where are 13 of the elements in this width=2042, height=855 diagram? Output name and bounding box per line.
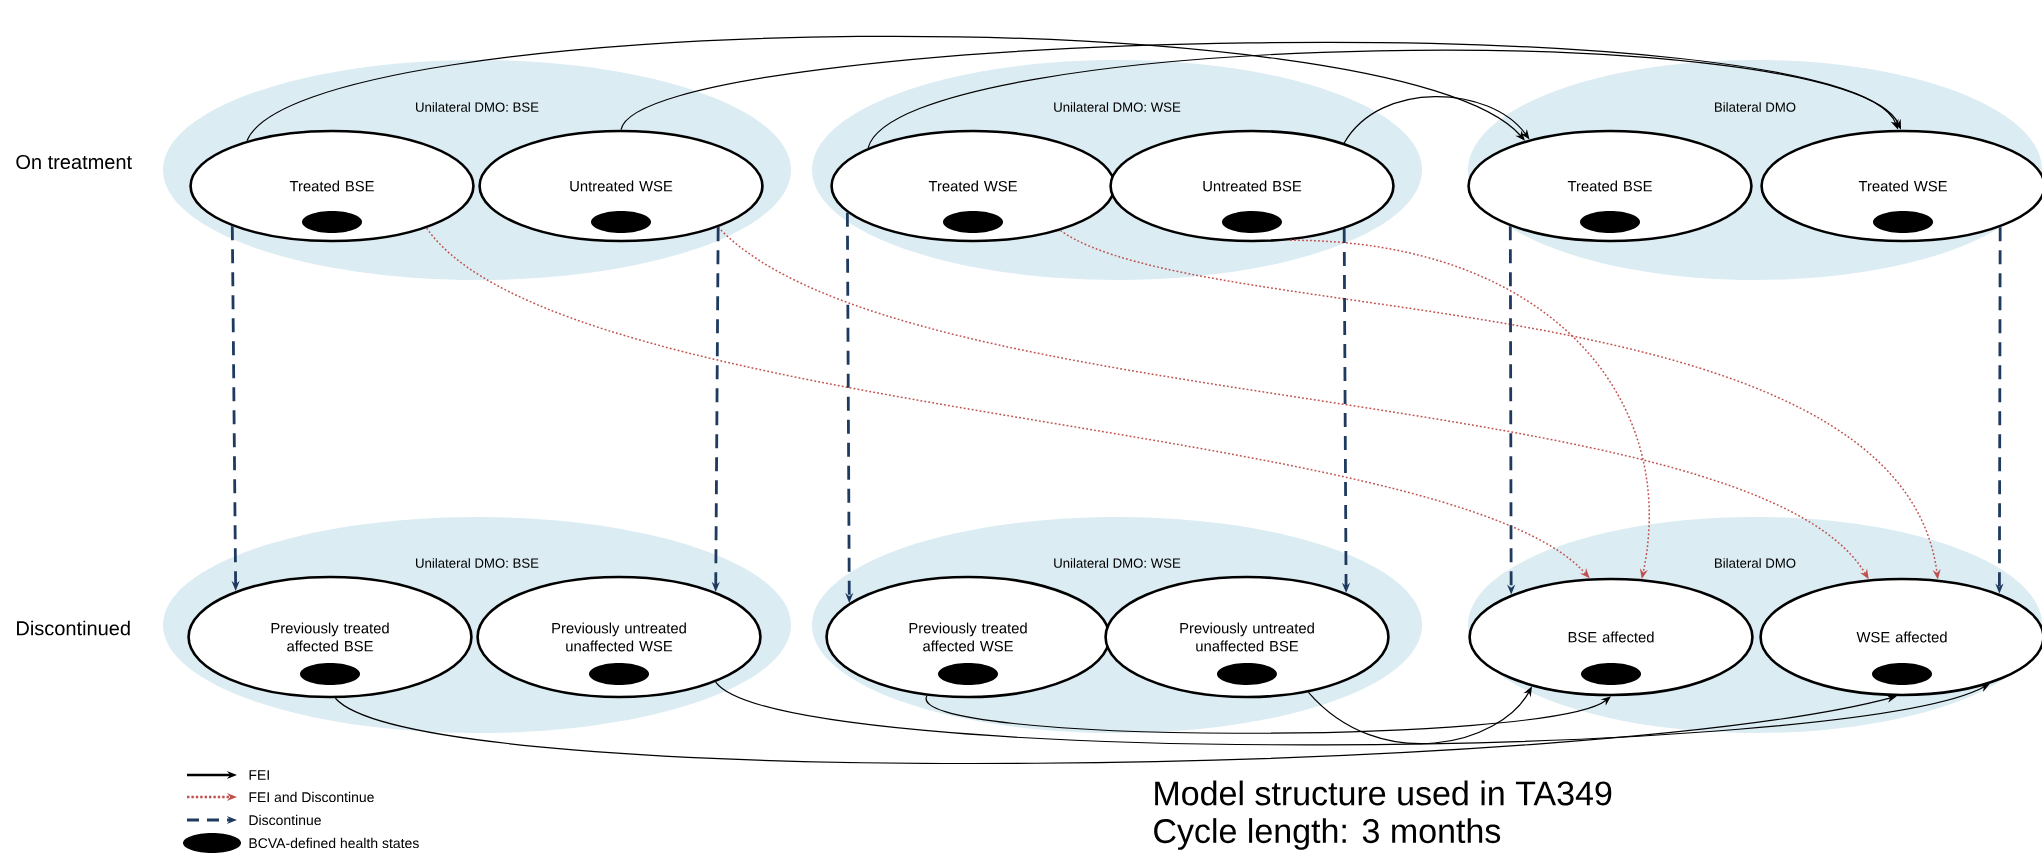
legend-label: BCVA-defined health states xyxy=(249,837,419,849)
row-label: Discontinued xyxy=(17,620,130,636)
legend-label: FEI and Discontinue xyxy=(249,791,374,803)
row-label: On treatment xyxy=(16,154,132,170)
arrow xyxy=(620,42,1899,131)
arrow xyxy=(926,695,1611,734)
arrow xyxy=(246,35,1525,142)
caption-text: Cycle length: 3 months xyxy=(1154,818,1501,850)
legend-label: FEI xyxy=(249,770,269,780)
legend-label: Discontinue xyxy=(249,814,321,826)
arrow xyxy=(1343,95,1530,144)
caption-text: Model structure used in TA349 xyxy=(1155,780,1612,806)
arrow xyxy=(715,681,1990,746)
